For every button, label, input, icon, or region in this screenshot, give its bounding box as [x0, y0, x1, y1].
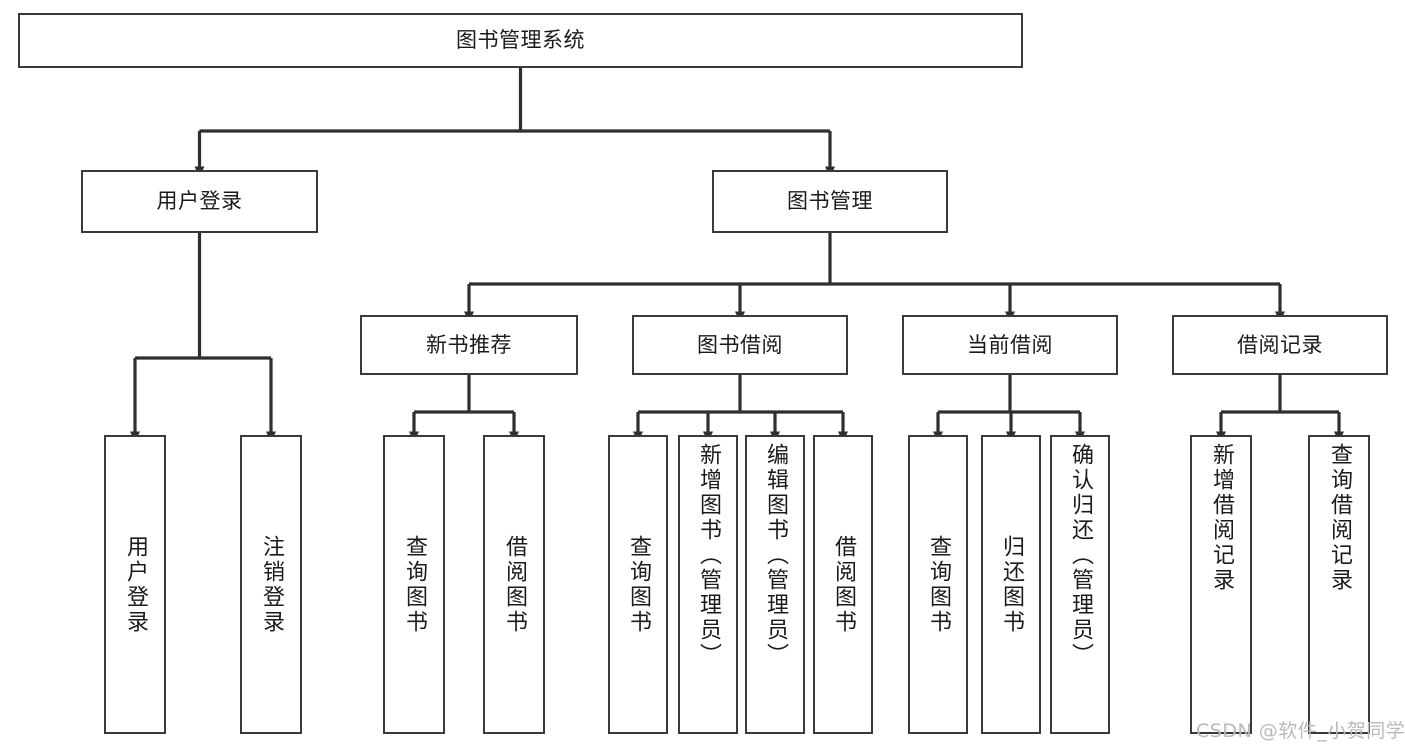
node-user-login[interactable]: 用户登录 — [81, 170, 318, 233]
node-leaf-query-book-2[interactable]: 查询图书 — [608, 435, 668, 734]
node-label: 新增借阅记录 — [1209, 443, 1234, 593]
node-borrow-record[interactable]: 借阅记录 — [1172, 315, 1388, 375]
node-label: 图书借阅 — [697, 332, 783, 357]
node-leaf-query-book-3[interactable]: 查询图书 — [908, 435, 968, 734]
node-leaf-user-login[interactable]: 用户登录 — [104, 435, 166, 734]
node-leaf-edit-book[interactable]: 编辑图书（管理员） — [745, 435, 805, 734]
node-label: 用户登录 — [123, 534, 148, 635]
node-label: 新增图书（管理员） — [696, 443, 721, 668]
node-book-manage[interactable]: 图书管理 — [712, 170, 948, 233]
node-label: 用户登录 — [156, 189, 243, 214]
node-leaf-borrow-book-2[interactable]: 借阅图书 — [813, 435, 873, 734]
node-leaf-user-logout[interactable]: 注销登录 — [240, 435, 302, 734]
node-label: 图书管理系统 — [456, 28, 585, 53]
node-label: 图书管理 — [787, 189, 873, 214]
node-root[interactable]: 图书管理系统 — [18, 13, 1023, 68]
node-label: 当前借阅 — [967, 332, 1053, 357]
node-label: 借阅记录 — [1237, 332, 1323, 357]
node-leaf-borrow-book-1[interactable]: 借阅图书 — [483, 435, 545, 734]
node-label: 查询借阅记录 — [1327, 443, 1352, 593]
node-label: 借阅图书 — [502, 534, 527, 635]
node-book-borrow[interactable]: 图书借阅 — [632, 315, 848, 375]
node-label: 查询图书 — [626, 534, 651, 635]
node-label: 注销登录 — [259, 534, 284, 635]
node-label: 查询图书 — [926, 534, 951, 635]
node-leaf-return-book[interactable]: 归还图书 — [981, 435, 1041, 734]
node-label: 归还图书 — [999, 534, 1024, 635]
node-new-book-rec[interactable]: 新书推荐 — [360, 315, 578, 375]
node-label: 确认归还（管理员） — [1068, 443, 1093, 668]
node-label: 查询图书 — [402, 534, 427, 635]
node-leaf-add-record[interactable]: 新增借阅记录 — [1190, 435, 1252, 734]
node-current-borrow[interactable]: 当前借阅 — [902, 315, 1118, 375]
node-leaf-add-book[interactable]: 新增图书（管理员） — [678, 435, 738, 734]
node-leaf-query-book-1[interactable]: 查询图书 — [383, 435, 445, 734]
node-leaf-query-record[interactable]: 查询借阅记录 — [1308, 435, 1370, 734]
node-label: 新书推荐 — [426, 332, 512, 357]
node-label: 借阅图书 — [831, 534, 856, 635]
node-label: 编辑图书（管理员） — [763, 443, 788, 668]
node-leaf-confirm-return[interactable]: 确认归还（管理员） — [1050, 435, 1110, 734]
